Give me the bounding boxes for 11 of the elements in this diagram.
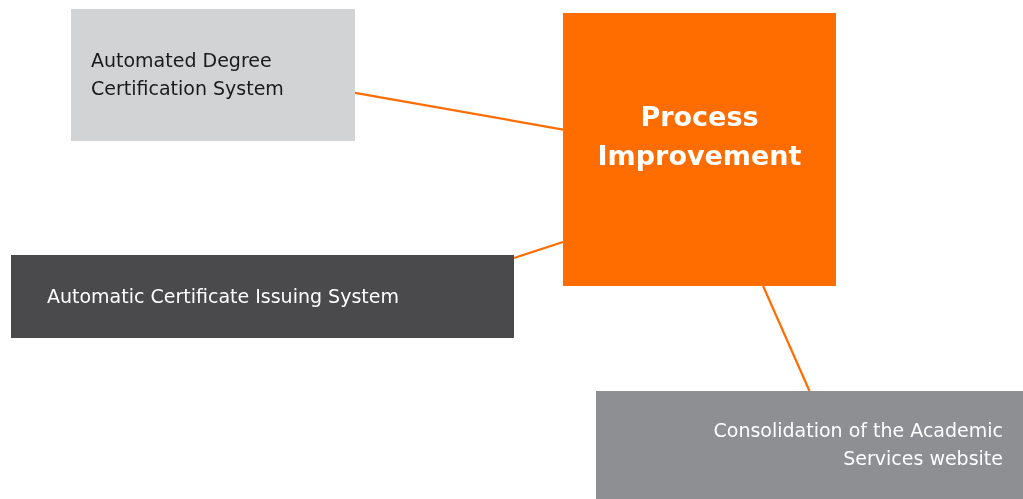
- subtopic-box: [596, 391, 1023, 499]
- connector-line: [513, 241, 564, 260]
- subtopic-box: [71, 9, 355, 141]
- topic-label: Automated Degree Certification System: [91, 48, 285, 101]
- connector-line: [762, 285, 811, 392]
- connector-line: [354, 91, 564, 131]
- topic-label: Automatic Certificate Issuing System: [47, 283, 399, 309]
- topic-label: Consolidation of the Academic Services website: [712, 418, 1003, 471]
- topic-title: Process Improvement: [596, 100, 803, 174]
- topic-box: [563, 13, 836, 286]
- subtopic-box: [11, 255, 514, 338]
